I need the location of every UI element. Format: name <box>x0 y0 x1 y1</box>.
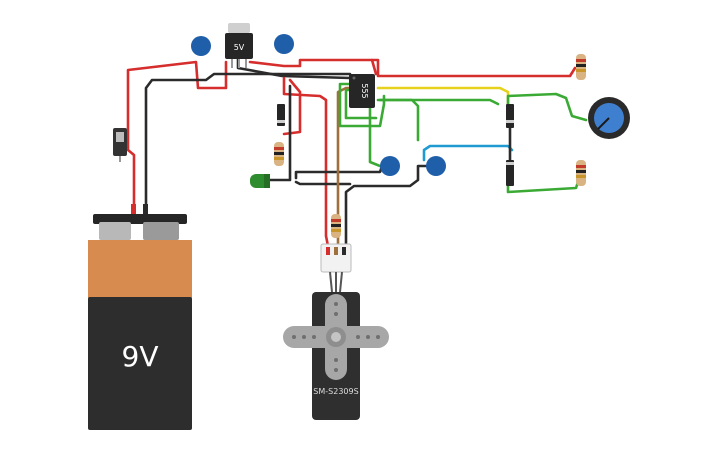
capacitor <box>380 156 400 176</box>
wire-red-to-servo <box>282 76 330 248</box>
resistor <box>274 142 284 166</box>
voltage-regulator: 5V <box>225 23 253 68</box>
wire-red-to-resistor-top <box>370 58 577 78</box>
wire-green-pot <box>506 92 588 122</box>
diode <box>506 104 514 128</box>
wire-battery-positive <box>126 60 228 212</box>
diode-band <box>506 162 514 165</box>
wire-black-led <box>268 84 292 182</box>
battery-clip-plus <box>131 204 136 214</box>
led-green <box>250 174 270 188</box>
slide-switch[interactable] <box>113 128 127 162</box>
battery-top <box>88 240 192 298</box>
timer-body <box>349 74 375 108</box>
wire-green-bottom <box>506 180 580 194</box>
battery-9v: 9V <box>88 204 192 430</box>
timer-555: 555 <box>349 74 375 108</box>
wire-green-cap <box>364 98 382 168</box>
potentiometer[interactable] <box>588 97 630 139</box>
capacitor <box>274 34 294 54</box>
switch-knob[interactable] <box>116 132 124 142</box>
battery-cap-bar <box>93 214 187 224</box>
wire-green-loop-1 <box>338 82 386 128</box>
wire-yellow <box>376 86 510 106</box>
wire-battery-negative <box>144 72 352 212</box>
capacitor <box>191 36 211 56</box>
resistor <box>331 214 341 238</box>
diode-band <box>277 120 285 123</box>
diode <box>506 160 514 186</box>
servo-cable <box>329 271 343 293</box>
regulator-tab <box>228 23 250 33</box>
timer-label: 555 <box>360 83 369 98</box>
battery-body <box>88 297 192 430</box>
battery-terminal-right <box>143 222 179 240</box>
pot-indicator <box>597 117 610 130</box>
regulator-body <box>225 33 253 59</box>
servo-horn <box>283 294 389 380</box>
battery-clip-minus <box>143 204 148 214</box>
servo-motor: SM-S2309S <box>283 243 389 420</box>
capacitor <box>426 156 446 176</box>
wire-green-right <box>378 98 420 142</box>
resistor <box>576 54 586 80</box>
resistor <box>576 160 586 186</box>
capacitors <box>191 34 446 176</box>
timer-notch <box>352 76 356 80</box>
resistors <box>274 54 586 238</box>
servo-label: SM-S2309S <box>313 387 358 396</box>
battery-terminal-left <box>99 222 131 240</box>
wire-black-loop <box>294 180 352 186</box>
wire-red-diode <box>282 78 302 136</box>
wires <box>126 52 588 248</box>
battery-label: 9V <box>122 340 159 373</box>
wire-regulator-out <box>248 58 378 76</box>
regulator-label: 5V <box>234 43 245 52</box>
wire-black-servo <box>344 164 432 248</box>
wire-green-mid <box>376 98 500 106</box>
diodes <box>277 104 514 186</box>
diode-band <box>506 120 514 123</box>
